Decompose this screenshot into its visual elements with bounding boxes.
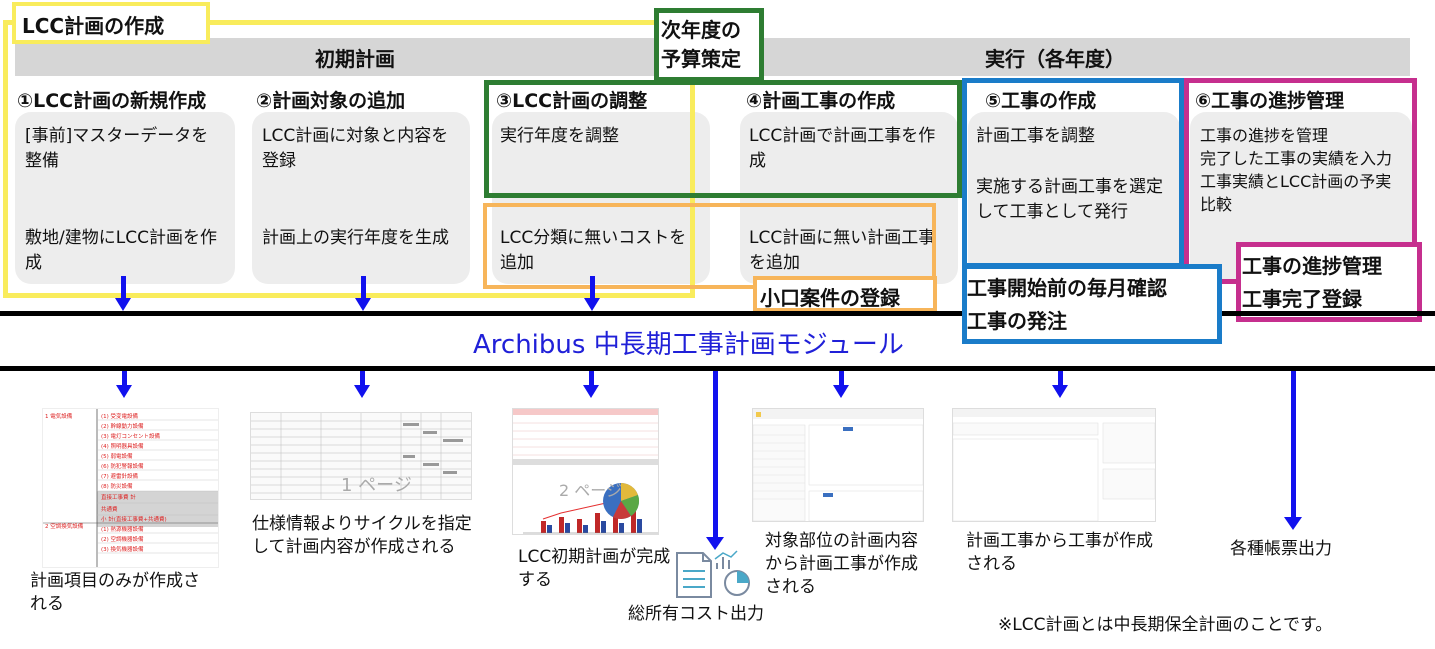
plan-row-9: (1) 熱源機器設備 xyxy=(101,525,144,533)
step5-top-text: 計画工事を調整 xyxy=(976,126,1095,146)
plan-items-table: 1 電気設備 2 空調換気設備 (1) 受変電設備 (2) 幹線動力設備 (3)… xyxy=(43,409,218,567)
planned-work-ui xyxy=(753,409,923,521)
output-spec-cycle: 仕様情報よりサイクルを指定して計画内容が作成される xyxy=(252,514,472,557)
progress-line2: 工事完了登録 xyxy=(1242,287,1362,311)
step6-title: ⑥工事の進捗管理 xyxy=(1195,90,1345,112)
arrow-out3 xyxy=(583,371,599,398)
plan-row-3: (3) 電灯コンセント設備 xyxy=(101,432,161,440)
arrow-out5 xyxy=(833,371,849,398)
small-project-box xyxy=(753,276,937,312)
plan-row-2: (2) 幹線動力設備 xyxy=(101,422,144,430)
step2-top-text: LCC計画に対象と内容を登録 xyxy=(262,126,449,171)
phase-execution-label: 実行（各年度） xyxy=(985,47,1125,71)
output-total-cost: 総所有コスト出力 xyxy=(628,604,764,624)
arrow-out1 xyxy=(116,371,132,398)
monthly-check-box xyxy=(962,264,1222,344)
work-ui xyxy=(953,409,1155,521)
output-lcc-initial: LCC初期計画が完成する xyxy=(518,547,671,590)
monthly-check-line1: 工事開始前の毎月確認 xyxy=(967,276,1167,300)
progress-line1: 工事の進捗管理 xyxy=(1242,254,1382,278)
footnote: ※LCC計画とは中長期保全計画のことです。 xyxy=(998,615,1333,635)
plan-subtotal-1: 直接工事費 計 xyxy=(101,493,136,501)
arrow-out6 xyxy=(1052,371,1068,398)
plan-row-7: (7) 避雷針設備 xyxy=(101,472,139,480)
card-step2 xyxy=(252,112,470,284)
report-document-icon xyxy=(673,549,755,601)
small-project-label: 小口案件の登録 xyxy=(760,286,900,310)
step3-top-text: 実行年度を調整 xyxy=(500,126,619,146)
step4-top-text: LCC計画で計画工事を作成 xyxy=(749,126,936,171)
module-rule-top-right xyxy=(1222,311,1435,316)
page2-watermark: 2 ページ xyxy=(559,481,622,500)
arrow-out7 xyxy=(1284,371,1302,530)
cost-frame xyxy=(483,203,936,289)
phase-initial-label: 初期計画 xyxy=(315,47,395,71)
module-name: Archibus 中長期工事計画モジュール xyxy=(473,330,904,360)
plan-subtotal-2: 共通費 xyxy=(101,505,118,513)
card-step1 xyxy=(15,112,235,284)
plan-subtotal-3: 小 計(直接工事費+共通費) xyxy=(101,515,167,523)
step3-bottom-text: LCC分類に無いコストを追加 xyxy=(500,228,687,273)
thumb-lcc-chart: 2 ページ xyxy=(512,408,659,535)
budget-box xyxy=(654,8,764,82)
lcc-plan-title-box xyxy=(12,2,210,44)
module-rule-bottom xyxy=(0,366,1435,371)
step2-bottom-text: 計画上の実行年度を生成 xyxy=(262,228,449,248)
output-reports: 各種帳票出力 xyxy=(1230,539,1332,559)
plan-row-11: (3) 換気機器設備 xyxy=(101,545,144,553)
arrow-step3-down xyxy=(584,276,600,311)
step3-title: ③LCC計画の調整 xyxy=(496,90,648,112)
thumb-spec-sheet: 1 ページ xyxy=(250,412,472,500)
step1-top-text: [事前]マスターデータを整備 xyxy=(25,126,209,171)
plan-group-1: 1 電気設備 xyxy=(45,412,73,420)
monthly-check-line2: 工事の発注 xyxy=(967,309,1067,333)
step5-title: ⑤工事の作成 xyxy=(985,90,1097,112)
plan-row-10: (2) 空調機器設備 xyxy=(101,535,144,543)
step5-bottom-text: 実施する計画工事を選定して工事として発行 xyxy=(976,177,1163,222)
step6-top-text: 工事の進捗を管理 完了した工事の実績を入力 工事実績とLCC計画の予実比較 xyxy=(1200,126,1393,214)
spec-sheet-grid xyxy=(251,413,471,499)
card-step4 xyxy=(740,112,958,284)
step1-title: ①LCC計画の新規作成 xyxy=(17,90,207,112)
budget-frame xyxy=(484,80,962,198)
budget-line1: 次年度の xyxy=(661,18,741,42)
step2-title: ②計画対象の追加 xyxy=(256,90,406,112)
page1-watermark: 1 ページ xyxy=(341,475,412,496)
progress-box xyxy=(1236,242,1422,322)
plan-row-8: (8) 防災設備 xyxy=(101,482,133,490)
thumb-planned-work xyxy=(752,408,924,522)
card-step3 xyxy=(492,112,710,284)
arrow-step1-down xyxy=(115,276,131,311)
thumb-work xyxy=(952,408,1156,522)
plan-group-2: 2 空調換気設備 xyxy=(45,522,84,530)
step4-title: ④計画工事の作成 xyxy=(746,90,896,112)
plan-row-5: (5) 弱電設備 xyxy=(101,452,133,460)
arrow-out4 xyxy=(706,371,724,550)
lcc-chart-graphic xyxy=(513,409,658,534)
output-plan-items: 計画項目のみが作成される xyxy=(30,571,200,614)
plan-row-4: (4) 照明器具設備 xyxy=(101,442,144,450)
step4-bottom-text: LCC計画に無い計画工事を追加 xyxy=(749,228,936,273)
budget-line2: 予算策定 xyxy=(661,47,741,71)
plan-row-1: (1) 受変電設備 xyxy=(101,412,139,420)
output-work: 計画工事から工事が作成される xyxy=(966,531,1153,574)
card-step5 xyxy=(968,112,1180,284)
arrow-out2 xyxy=(354,371,370,398)
lcc-plan-frame xyxy=(3,20,695,298)
work-create-frame xyxy=(962,78,1184,268)
plan-row-6: (6) 防犯警報設備 xyxy=(101,462,144,470)
lcc-plan-title: LCC計画の作成 xyxy=(22,14,165,38)
output-planned-work: 対象部位の計画内容から計画工事が作成される xyxy=(765,531,918,597)
module-rule-top xyxy=(0,311,962,316)
thumb-plan-items: 1 電気設備 2 空調換気設備 (1) 受変電設備 (2) 幹線動力設備 (3)… xyxy=(42,408,219,568)
step1-bottom-text: 敷地/建物にLCC計画を作成 xyxy=(25,228,217,273)
arrow-step2-down xyxy=(355,276,371,311)
